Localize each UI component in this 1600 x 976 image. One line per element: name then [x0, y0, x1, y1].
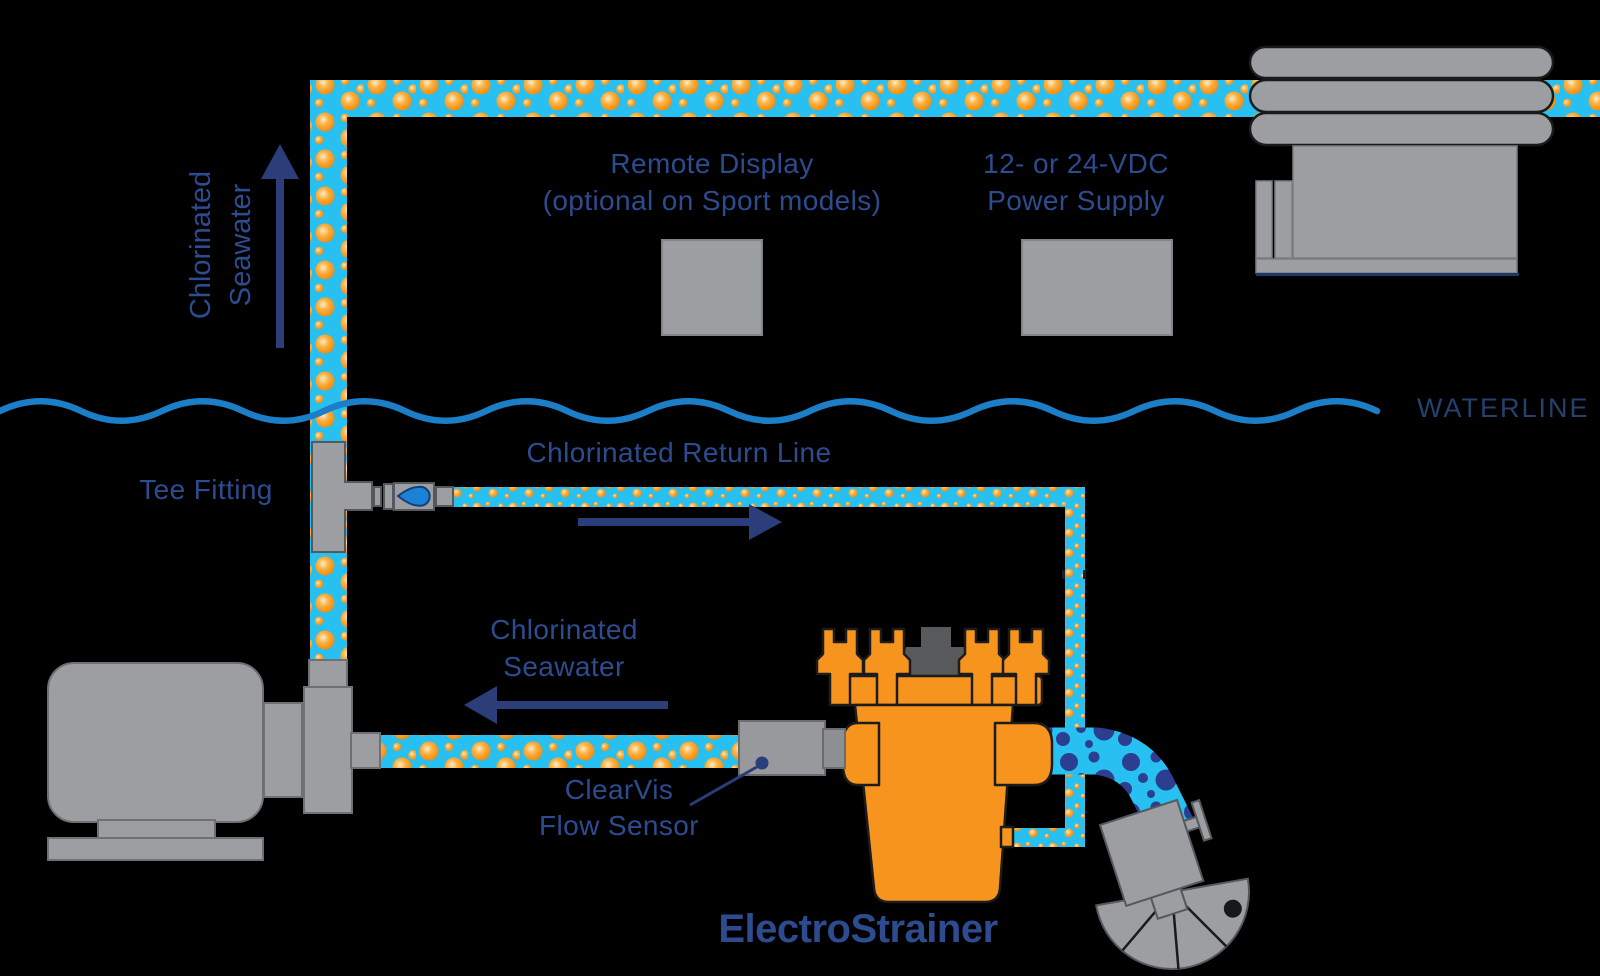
remote-display-label-line2: (optional on Sport models) — [542, 185, 882, 216]
scoop-hole — [1223, 899, 1242, 918]
vertical-flow-line2: Seawater — [225, 183, 257, 307]
thru-hull-scoop — [1095, 798, 1250, 970]
mid-flow-label-line2: Seawater — [503, 651, 625, 682]
raw-seawater-pipe — [1048, 727, 1194, 839]
sensor-callout-dot — [755, 756, 769, 770]
remote-display-box — [661, 239, 763, 336]
tee-fitting-assembly — [311, 441, 454, 553]
thru-hull-label-obscured-line3: Scoop Strainer — [1307, 933, 1493, 963]
clearvis-flow-sensor — [689, 720, 846, 807]
flow-arrow-right-icon — [578, 504, 782, 540]
flow-arrow-left-icon — [464, 686, 668, 724]
strainer-bolts — [815, 627, 1051, 707]
thru-hull-label-obscured-line2: Thru-Hull with — [1315, 900, 1489, 930]
remote-display-label-line1: Remote Display — [610, 148, 814, 179]
tee-fitting-label: Tee Fitting — [139, 474, 273, 505]
power-supply-box — [1021, 239, 1173, 336]
chlorinated-return-line-label: Chlorinated Return Line — [526, 437, 832, 468]
clearvis-label-line1: ClearVis — [564, 774, 674, 805]
seawater-pump-unit — [47, 659, 381, 861]
clearvis-label-line2: Flow Sensor — [538, 810, 700, 841]
electrostrainer-label: ElectroStrainer — [718, 907, 998, 951]
air-conditioner-unit — [1248, 45, 1555, 276]
ac-base-shadow-line — [1256, 273, 1519, 276]
flow-arrow-up-icon — [261, 144, 299, 348]
valve-handle — [396, 485, 431, 507]
vertical-chlorinated-seawater-label: Chlorinated Seawater — [181, 153, 261, 337]
vertical-flow-line1: Chlorinated — [185, 170, 217, 320]
seawater-pump-label-obscured: Seawater Pump — [65, 875, 271, 906]
thru-hull-label-obscured-line1: Seawater Inlet — [1250, 824, 1430, 854]
waterline-wave — [0, 398, 1381, 424]
electrostrainer-unit — [815, 627, 1054, 904]
sensor-leader-line — [689, 762, 763, 807]
mid-flow-label-line1: Chlorinated — [490, 614, 638, 645]
power-supply-label-line1: 12- or 24-VDC — [983, 148, 1169, 179]
strainer-knob — [898, 627, 974, 676]
power-supply-label-line2: Power Supply — [987, 185, 1165, 216]
air-conditioner-label-obscured: Air Conditioner — [1282, 0, 1473, 14]
flow-arrows — [261, 144, 782, 724]
waterline-label: WATERLINE — [1417, 393, 1590, 423]
